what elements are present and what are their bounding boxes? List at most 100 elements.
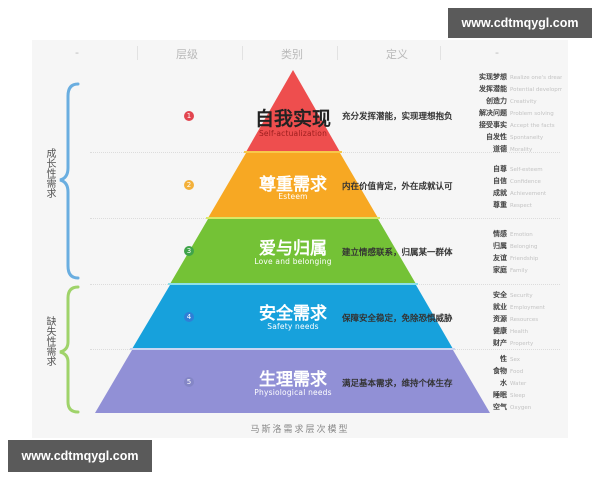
header-separator <box>337 46 338 60</box>
level-subtitle-2: Esteem <box>278 192 308 201</box>
keyword-en: Realize one's dream <box>510 75 562 81</box>
band-divider <box>206 217 380 219</box>
level-badge-1: 1 <box>184 111 194 121</box>
pyramid-band-1 <box>246 70 340 152</box>
level-definition-4: 保障安全稳定，免除恐惧威胁 <box>342 314 453 324</box>
keyword-zh: 尊重 <box>493 201 507 209</box>
band-divider <box>168 283 418 285</box>
header-separator <box>440 46 441 60</box>
level-title-4: 安全需求 <box>259 304 327 324</box>
keyword-zh: 健康 <box>493 327 507 335</box>
keyword-en: Friendship <box>510 256 539 262</box>
header-col-blank-right: - <box>495 46 499 59</box>
keyword-en: Respect <box>510 203 532 209</box>
level-definition-5: 满足基本需求，维持个体生存 <box>342 379 453 389</box>
level-title-3: 爱与归属 <box>259 239 327 259</box>
keyword-en: Water <box>510 381 527 387</box>
header-separator <box>242 46 243 60</box>
group-label-deficiency: 缺失性需求 <box>42 316 55 371</box>
group-label-deficiency-text: 缺失性需求 <box>44 316 55 366</box>
watermark-bottom: www.cdtmqygl.com <box>8 440 152 472</box>
pyramid-band-2 <box>208 153 378 218</box>
keyword-zh: 友谊 <box>493 254 507 262</box>
group-label-growth: 成长性需求 <box>42 148 55 203</box>
keyword-zh: 安全 <box>493 291 507 299</box>
keyword-zh: 成就 <box>493 189 507 197</box>
keyword-zh: 接受事实 <box>479 121 507 129</box>
level-definition-3: 建立情感联系，归属某一群体 <box>342 248 453 258</box>
brace-growth <box>59 82 80 280</box>
keyword-zh: 财产 <box>493 339 507 347</box>
keyword-en: Belonging <box>510 244 538 250</box>
keyword-zh: 实现梦想 <box>479 73 507 81</box>
keyword-zh: 自发性 <box>486 133 507 141</box>
level-badge-3: 3 <box>184 246 194 256</box>
keyword-en: Oxygen <box>510 405 532 411</box>
keyword-zh: 资源 <box>493 315 507 323</box>
header-separator <box>137 46 138 60</box>
keyword-en: Accept the facts <box>510 123 555 129</box>
header-col-definition: 定义 <box>386 48 408 61</box>
group-label-growth-text: 成长性需求 <box>44 148 55 198</box>
pyramid-band-4 <box>132 285 453 349</box>
keyword-zh: 水 <box>500 379 507 387</box>
table-header: - 层级 类别 定义 - <box>32 40 568 66</box>
level-badge-5: 5 <box>184 377 194 387</box>
keyword-zh: 归属 <box>493 242 507 250</box>
keyword-en: Confidence <box>510 179 541 185</box>
keyword-zh: 解决问题 <box>479 109 507 117</box>
header-col-category: 类别 <box>281 48 303 61</box>
keyword-zh: 发挥潜能 <box>479 85 507 93</box>
keyword-en: Achievement <box>510 191 547 197</box>
keyword-en: Spontaneity <box>510 135 544 141</box>
header-col-blank-left: - <box>75 46 79 59</box>
keyword-zh: 创造力 <box>486 97 507 105</box>
keyword-en: Food <box>510 369 524 375</box>
keyword-zh: 性 <box>500 355 507 363</box>
keyword-en: Potential development <box>510 87 562 93</box>
pyramid-band-3 <box>170 219 416 284</box>
keyword-zh: 情感 <box>493 230 507 238</box>
keyword-zh: 家庭 <box>493 266 507 274</box>
keyword-zh: 道德 <box>493 145 507 153</box>
keyword-en: Property <box>510 341 534 347</box>
level-subtitle-1: Self-actualization <box>258 129 328 138</box>
keyword-en: Morality <box>510 147 533 153</box>
keyword-en: Sleep <box>510 393 526 399</box>
keyword-en: Problem solving <box>510 111 554 117</box>
keyword-en: Security <box>510 293 533 299</box>
band-divider <box>244 151 342 153</box>
keyword-en: Employment <box>510 305 545 311</box>
keyword-en: Self-esteem <box>510 167 543 173</box>
keyword-zh: 空气 <box>493 403 507 411</box>
band-divider <box>130 348 455 350</box>
keyword-zh: 自信 <box>493 177 507 185</box>
level-title-1: 自我实现 <box>254 108 331 130</box>
